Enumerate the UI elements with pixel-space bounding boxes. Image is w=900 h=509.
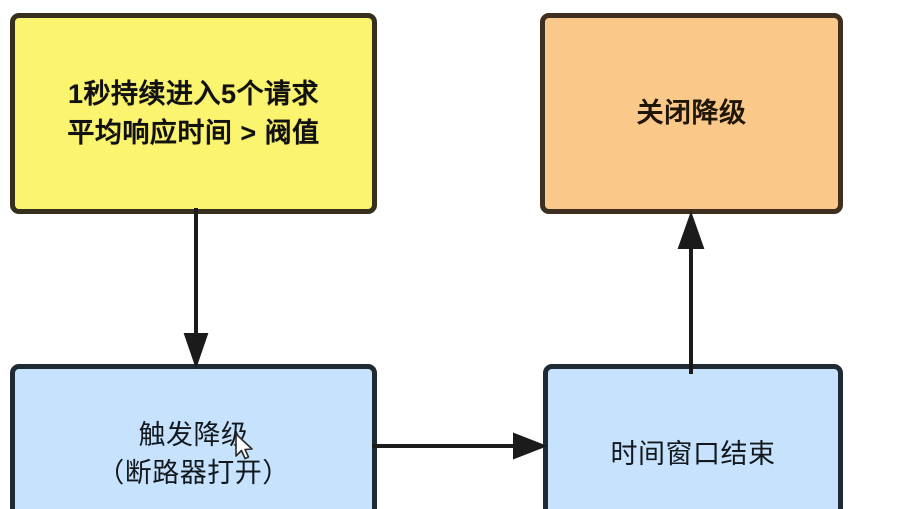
edge-trigger-to-window-end <box>372 432 548 460</box>
node-trigger-degrade-label: 触发降级 （断路器打开） <box>97 419 290 488</box>
node-window-end-label: 时间窗口结束 <box>610 438 776 469</box>
edge-window-end-to-close-degrade <box>677 210 705 374</box>
node-condition-label: 1秒持续进入5个请求 平均响应时间 > 阀值 <box>67 79 320 148</box>
node-condition[interactable]: 1秒持续进入5个请求 平均响应时间 > 阀值 <box>10 13 377 214</box>
node-trigger-degrade[interactable]: 触发降级 （断路器打开） <box>10 364 377 509</box>
edge-condition-to-trigger <box>183 208 209 370</box>
node-window-end[interactable]: 时间窗口结束 <box>543 364 843 509</box>
node-close-degrade[interactable]: 关闭降级 <box>540 13 843 214</box>
node-close-degrade-label: 关闭降级 <box>636 98 747 129</box>
